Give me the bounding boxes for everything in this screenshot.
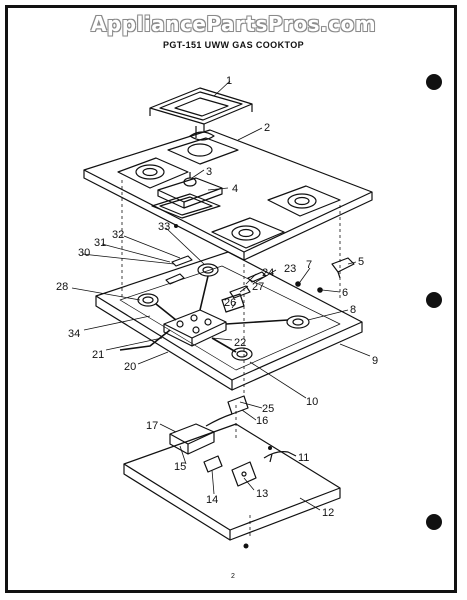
burner-screw (174, 224, 178, 228)
callout-33: 33 (158, 221, 170, 233)
callout-3: 3 (206, 166, 212, 178)
part-7-screw (295, 281, 301, 287)
callout-26: 26 (224, 297, 236, 309)
callout-28: 28 (56, 281, 68, 293)
part-11-harness (263, 451, 297, 463)
callout-24: 24 (262, 267, 274, 279)
callout-15: 15 (174, 461, 186, 473)
callout-1: 1 (226, 75, 232, 87)
callout-25: 25 (262, 403, 274, 415)
callout-6: 6 (342, 287, 348, 299)
callout-27: 27 (252, 281, 264, 293)
callout-10: 10 (306, 396, 318, 408)
callout-13: 13 (256, 488, 268, 500)
page-frame (5, 5, 457, 593)
callout-30: 30 (78, 247, 90, 259)
part-14-bracket (203, 455, 223, 473)
part-cooktop-top (83, 129, 373, 261)
callout-16: 16 (256, 415, 268, 427)
mounting-screw (243, 543, 249, 549)
callout-20: 20 (124, 361, 136, 373)
part-manifold (163, 309, 227, 347)
part-16-connector (205, 395, 249, 427)
callout-8: 8 (350, 304, 356, 316)
binder-hole-top (426, 74, 442, 90)
part-17-module (169, 423, 215, 455)
callout-31: 31 (94, 237, 106, 249)
callout-labels: 1 2 3 4 5 6 7 8 9 10 11 12 13 14 15 16 1… (56, 75, 378, 519)
callout-5: 5 (358, 256, 364, 268)
diagram-title: PGT-151 UWW GAS COOKTOP (162, 40, 305, 50)
alignment-lines (121, 180, 341, 538)
binder-hole-middle (426, 292, 442, 308)
callout-34: 34 (68, 328, 80, 340)
part-5-clip (331, 257, 355, 279)
callout-14: 14 (206, 494, 218, 506)
callout-32: 32 (112, 229, 124, 241)
binder-hole-bottom (426, 514, 442, 530)
page-number: 2 (231, 573, 235, 580)
callout-12: 12 (322, 507, 334, 519)
wire-screw (268, 446, 272, 450)
part-4-housing (157, 177, 223, 209)
part-13-bracket (231, 461, 257, 487)
callout-4: 4 (232, 183, 238, 195)
callout-11: 11 (298, 452, 309, 464)
part-6-screw (317, 287, 323, 293)
callout-17: 17 (146, 420, 158, 432)
leader-lines (71, 80, 371, 511)
gas-tubes (119, 275, 289, 353)
callout-7: 7 (306, 259, 312, 271)
callout-23: 23 (284, 263, 296, 275)
part-grate (149, 87, 253, 141)
callout-9: 9 (372, 355, 378, 367)
callout-21: 21 (92, 349, 104, 361)
watermark: AppliancePartsPros.com (90, 12, 377, 36)
callout-2: 2 (264, 122, 270, 134)
part-9-burner-box (95, 251, 363, 391)
callout-22: 22 (234, 337, 246, 349)
part-12-bottom-pan (123, 423, 341, 541)
